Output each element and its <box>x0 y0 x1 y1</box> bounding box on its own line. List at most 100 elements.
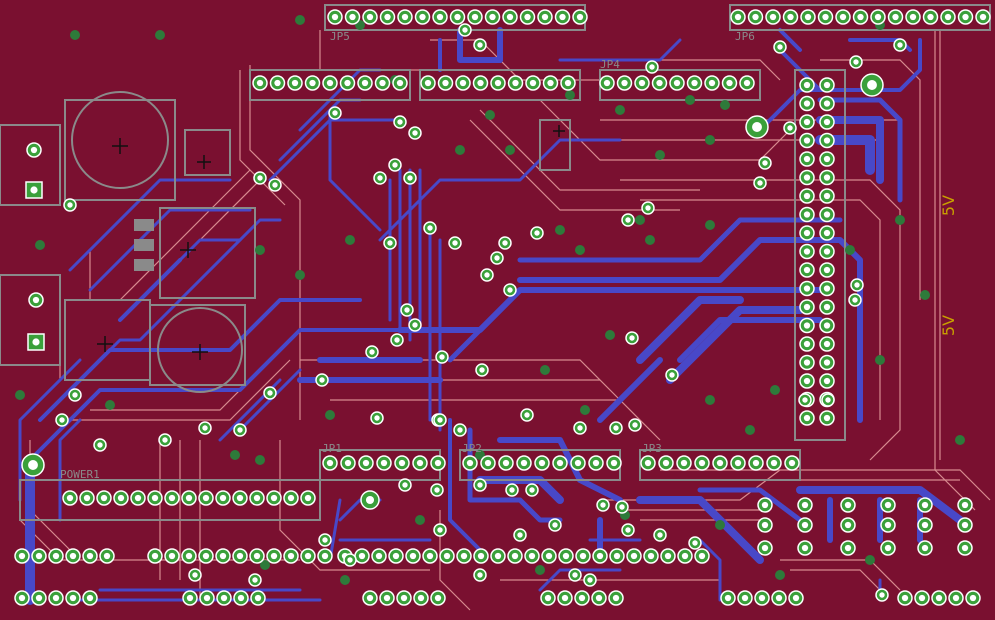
header-pin <box>449 9 466 25</box>
via-icon <box>520 408 534 422</box>
header-pin <box>694 455 710 471</box>
header-pin <box>799 95 815 112</box>
header-pin <box>957 9 974 25</box>
header-pin <box>379 590 395 606</box>
header-pin <box>819 206 835 223</box>
header-pin <box>181 548 197 564</box>
header-pin <box>799 206 815 223</box>
header-pin <box>975 9 991 25</box>
header-pin <box>840 497 856 513</box>
via-icon <box>55 413 69 427</box>
via-icon <box>435 350 449 364</box>
header-pin <box>819 225 835 241</box>
header-pin <box>800 9 816 25</box>
header-pin <box>799 317 815 334</box>
via-icon <box>433 413 447 427</box>
header-pin <box>430 590 446 606</box>
header-pin <box>374 75 391 91</box>
header-label-jp1: JP1 <box>322 442 342 455</box>
header-pin <box>819 354 835 371</box>
header-pin <box>817 9 834 25</box>
via-icon <box>596 498 610 512</box>
header-pin <box>507 548 523 564</box>
header-pin <box>599 75 615 91</box>
header-pin <box>835 9 851 25</box>
header-pin <box>542 75 559 91</box>
header-pin <box>467 9 483 25</box>
header-pin <box>560 75 576 91</box>
crosshair-icon <box>112 138 128 154</box>
via-icon <box>383 236 397 250</box>
header-pin <box>362 590 378 606</box>
header-pin <box>322 455 338 471</box>
header-pin <box>840 540 856 556</box>
header-pin <box>322 75 338 91</box>
header-pin <box>456 548 472 564</box>
header-pin <box>164 490 180 506</box>
via-icon <box>525 483 539 497</box>
header-pin <box>113 490 129 506</box>
header-pin <box>269 75 286 91</box>
header-pin <box>588 455 604 471</box>
header-pin <box>640 455 656 471</box>
header-pin <box>439 548 455 564</box>
header-label-power: POWER1 <box>60 468 100 481</box>
header-pin <box>782 9 799 25</box>
via-icon <box>473 568 487 582</box>
header-pin <box>300 490 316 506</box>
header-pin <box>720 590 736 606</box>
header-pin <box>392 75 408 91</box>
header-pin <box>558 548 574 564</box>
header-pin <box>799 299 815 315</box>
header-pin <box>376 455 392 471</box>
header-pin <box>379 9 396 25</box>
header-pin <box>797 540 813 556</box>
header-label-jp4: JP4 <box>600 58 620 71</box>
header-pin <box>283 548 299 564</box>
via-icon <box>318 533 332 547</box>
header-pin <box>799 77 815 93</box>
header-pin <box>232 490 248 506</box>
header-pin <box>799 280 815 297</box>
header-pin <box>819 114 835 130</box>
header-pin <box>48 548 64 564</box>
via-icon <box>188 568 202 582</box>
header-pin <box>432 9 448 25</box>
header-pin <box>216 590 232 606</box>
via-icon <box>473 38 487 52</box>
via-icon <box>505 483 519 497</box>
via-icon <box>408 126 422 140</box>
header-pin <box>484 9 501 25</box>
top-copper-layer <box>19 30 991 611</box>
via-icon <box>621 523 635 537</box>
via-icon <box>365 345 379 359</box>
header-pin <box>917 497 933 513</box>
header-pin <box>797 497 813 513</box>
via-icon <box>798 393 812 407</box>
header-pin <box>626 548 642 564</box>
header-pin <box>757 497 773 513</box>
via-icon <box>498 236 512 250</box>
header-pin <box>430 455 446 471</box>
header-pin <box>62 490 78 506</box>
via-icon <box>548 518 562 532</box>
header-pin <box>14 590 30 606</box>
header-label-top-left: JP5 <box>330 30 350 43</box>
via-icon <box>609 421 623 435</box>
header-pin <box>948 590 964 606</box>
header-pin <box>490 548 506 564</box>
header-pin <box>554 9 571 25</box>
header-pin <box>455 75 471 91</box>
via-icon <box>473 478 487 492</box>
header-pin <box>266 548 282 564</box>
header-pin <box>28 292 44 308</box>
via-icon <box>398 478 412 492</box>
header-pin <box>300 548 316 564</box>
header-pin <box>507 75 524 91</box>
header-pin <box>819 317 835 334</box>
header-pin <box>405 548 421 564</box>
via-icon <box>503 283 517 297</box>
header-pin <box>327 9 343 25</box>
via-icon <box>403 171 417 185</box>
header-pin <box>819 299 835 315</box>
